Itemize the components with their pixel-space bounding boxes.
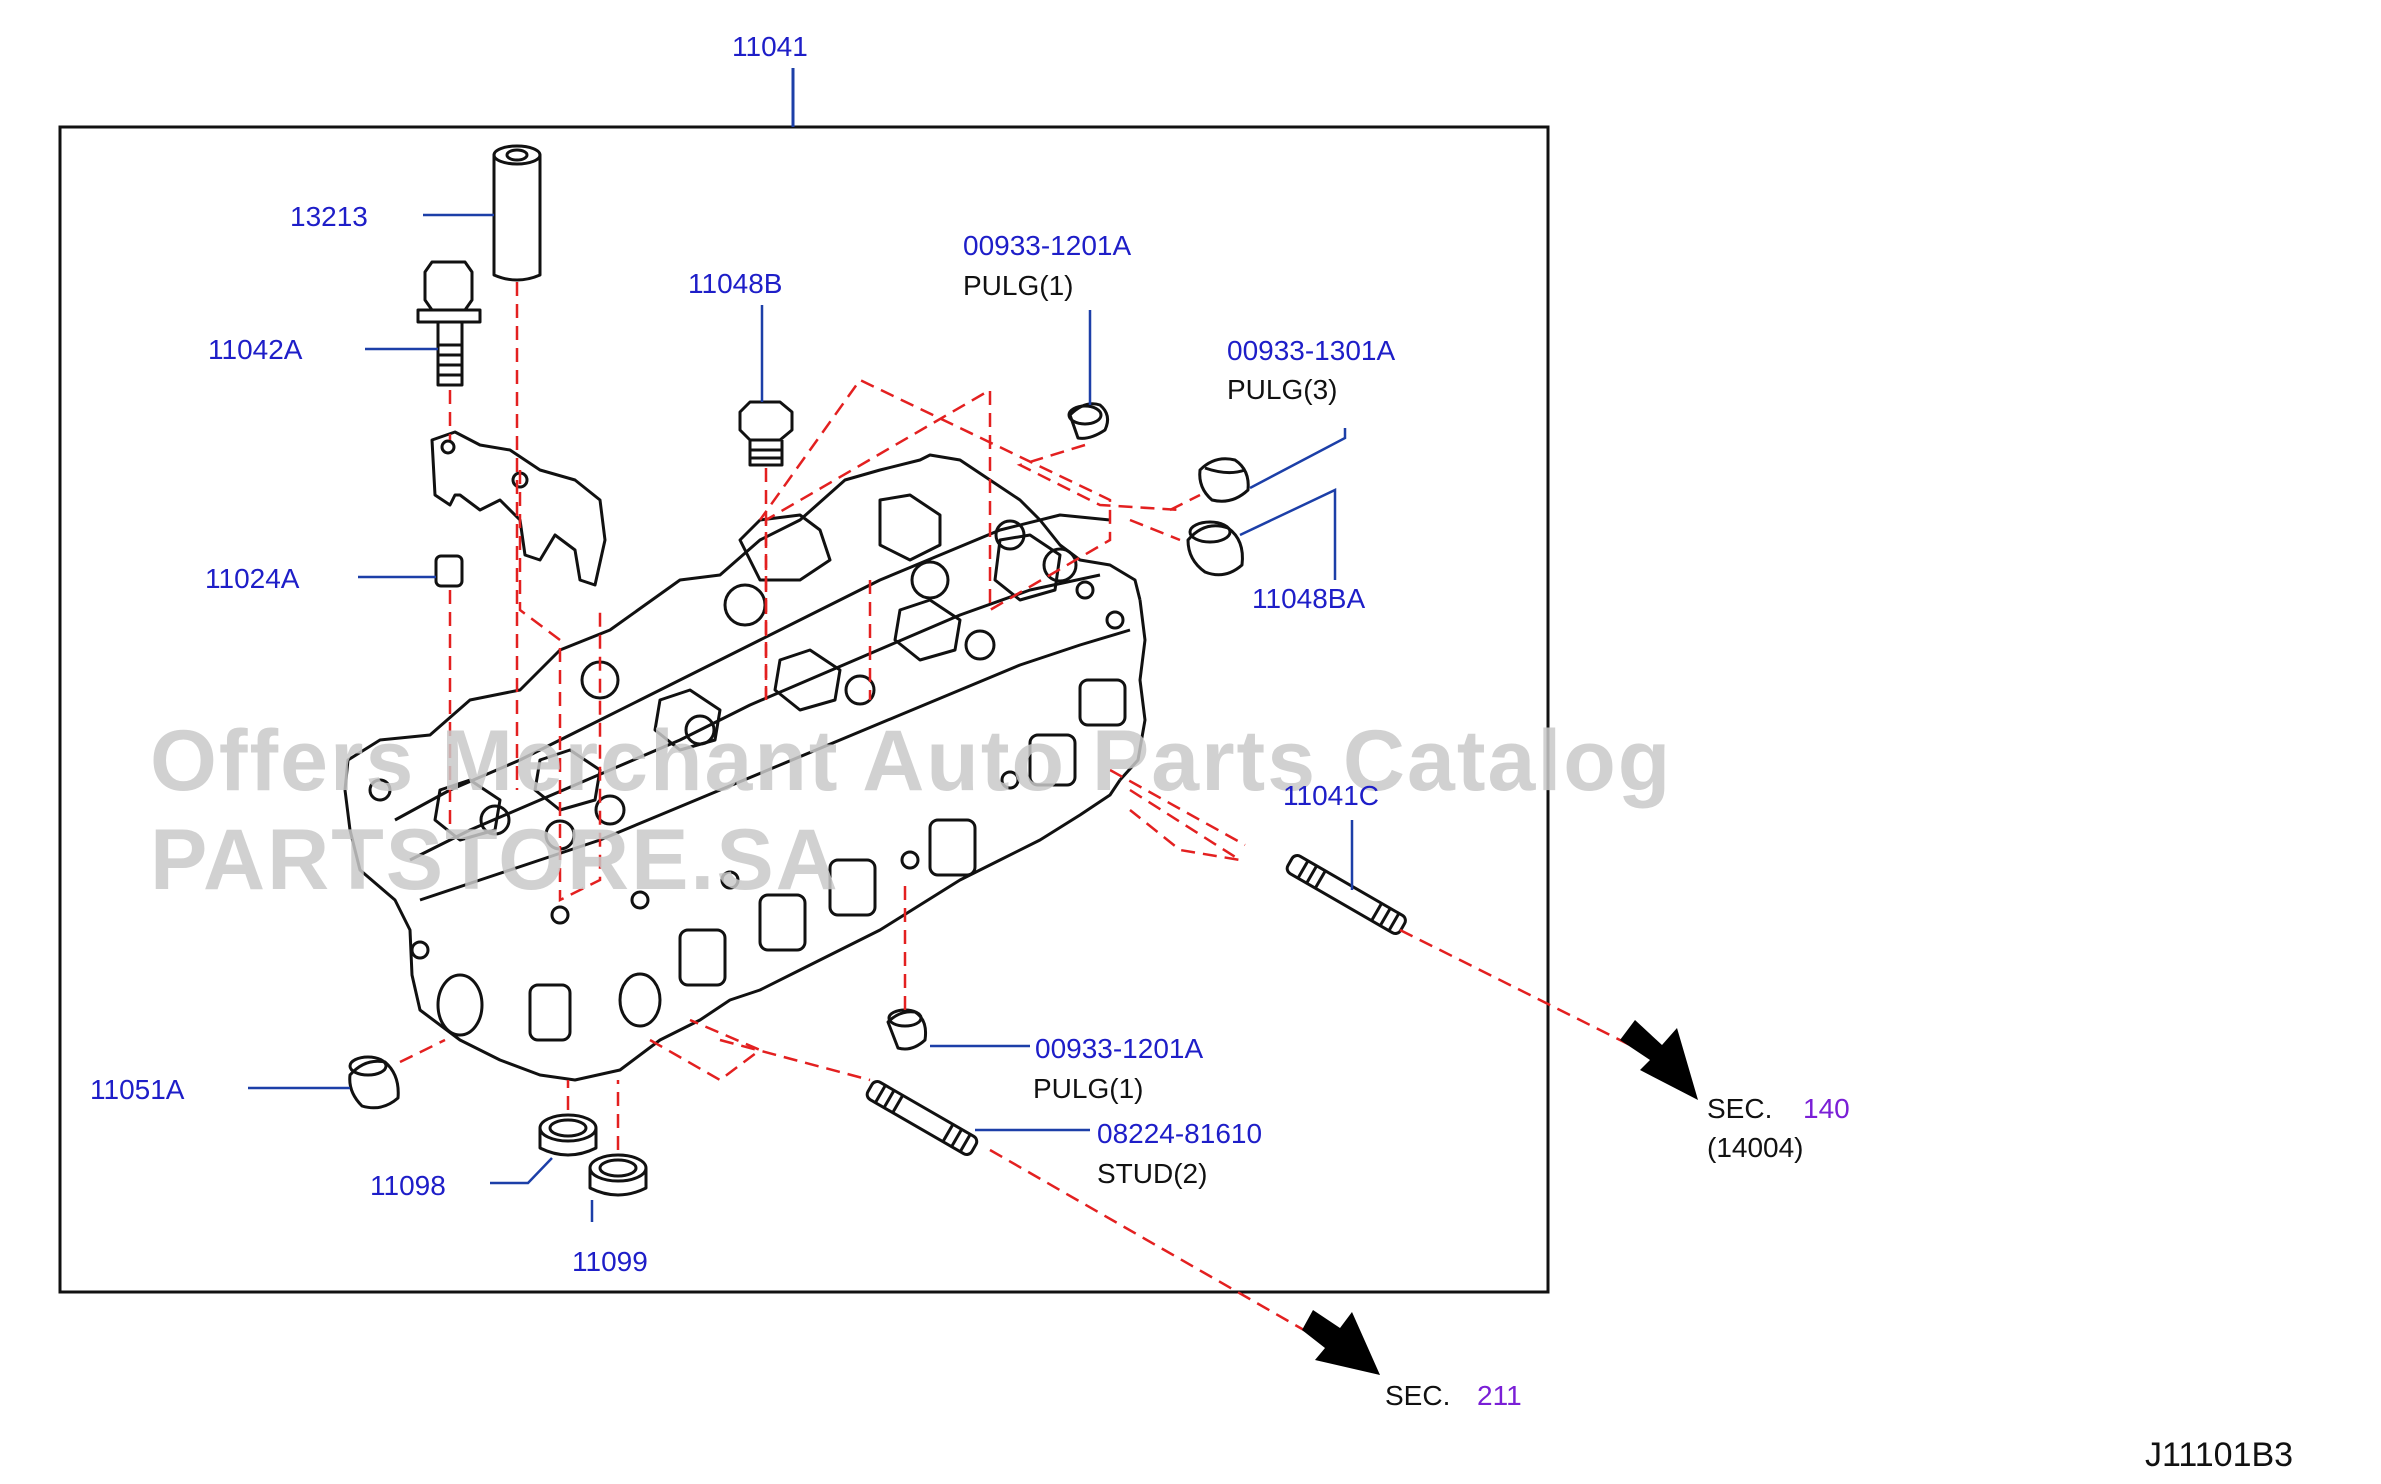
part-desc-pulg1-top: PULG(1)	[963, 270, 1074, 301]
part-label-13213[interactable]: 13213	[290, 201, 368, 232]
section-ref-140-number[interactable]: 140	[1803, 1093, 1850, 1124]
figure-code: J11101B3	[2145, 1436, 2294, 1474]
section-ref-140-label: SEC.	[1707, 1093, 1773, 1124]
part-label-11098[interactable]: 11098	[370, 1170, 446, 1201]
part-label-08224-81610[interactable]: 08224-81610	[1097, 1118, 1263, 1149]
part-label-00933-1201A-bottom[interactable]: 00933-1201A	[1035, 1033, 1204, 1064]
watermark-text: Offers Merchant Auto Parts Catalog PARTS…	[150, 713, 1673, 908]
section-arrow-211[interactable]	[1302, 1310, 1380, 1375]
part-label-11048BA[interactable]: 11048BA	[1252, 583, 1366, 614]
part-label-11024A[interactable]: 11024A	[205, 563, 300, 594]
part-label-11041C[interactable]: 11041C	[1283, 780, 1380, 811]
section-ref-211-number[interactable]: 211	[1477, 1380, 1522, 1411]
part-label-11051A[interactable]: 11051A	[90, 1074, 185, 1105]
part-desc-stud2: STUD(2)	[1097, 1158, 1208, 1189]
part-label-11042A[interactable]: 11042A	[208, 334, 303, 365]
part-label-11048B[interactable]: 11048B	[688, 268, 783, 299]
assembly-frame	[58, 125, 1550, 1294]
assembly-dash-lines	[399, 282, 1661, 1347]
part-label-11041[interactable]: 11041	[732, 31, 808, 62]
part-label-11099[interactable]: 11099	[572, 1246, 648, 1277]
section-ref-140-sub: (14004)	[1707, 1132, 1804, 1163]
section-arrow-140[interactable]	[1620, 1020, 1698, 1100]
cylinder-head-drawing	[343, 144, 1407, 1197]
leader-lines	[248, 213, 1354, 1222]
part-desc-pulg3: PULG(3)	[1227, 374, 1338, 405]
part-desc-pulg1-bottom: PULG(1)	[1033, 1073, 1144, 1104]
section-ref-211-label: SEC.	[1385, 1380, 1451, 1411]
part-label-00933-1301A[interactable]: 00933-1301A	[1227, 335, 1396, 366]
part-label-00933-1201A-top[interactable]: 00933-1201A	[963, 230, 1132, 261]
